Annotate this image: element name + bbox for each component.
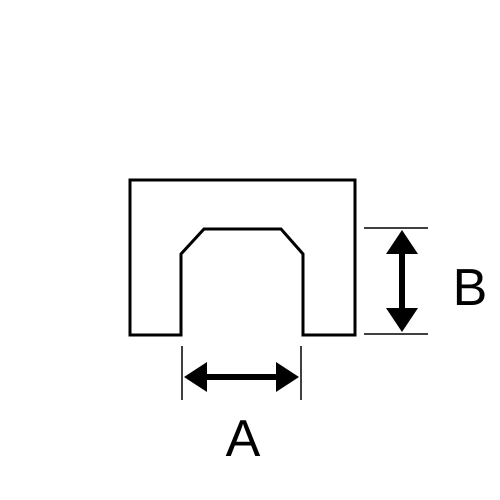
dimension-b-arrow	[386, 230, 418, 332]
dimension-a-arrow	[184, 362, 299, 392]
dimension-a-label: A	[226, 410, 261, 468]
dimension-b-label: B	[453, 259, 488, 317]
profile-outline	[128, 178, 357, 337]
